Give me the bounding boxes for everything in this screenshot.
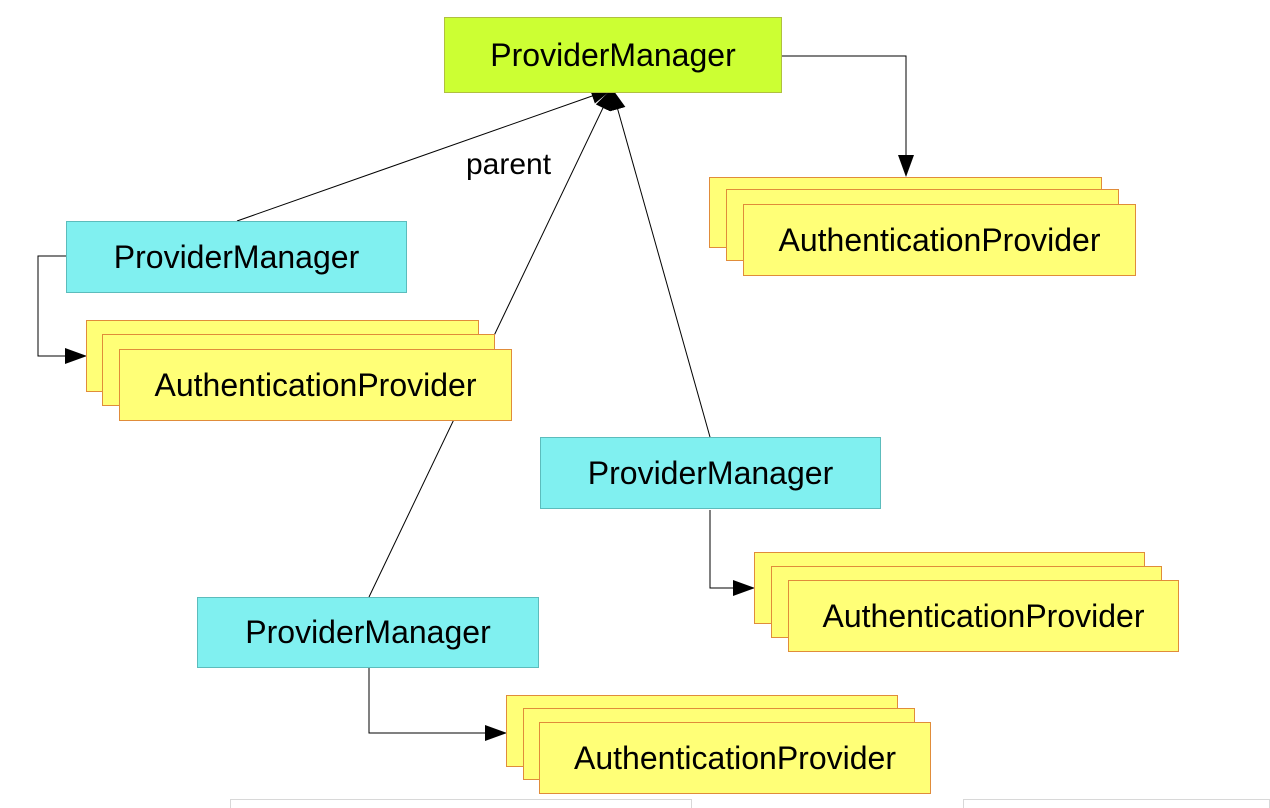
root-provider-manager: ProviderManager <box>444 17 782 93</box>
child1-authentication-provider: AuthenticationProvider <box>119 349 512 421</box>
child3-provider-edge <box>368 668 507 741</box>
child1-provider-edge <box>37 255 87 364</box>
child2-provider-edge <box>709 510 755 596</box>
parent-edge-1 <box>236 88 613 222</box>
root-provider-manager-label: ProviderManager <box>490 36 736 73</box>
root-authentication-provider-label: AuthenticationProvider <box>778 221 1101 258</box>
child-provider-manager-1-label: ProviderManager <box>113 238 360 275</box>
bottom-panel-edge-left <box>230 799 692 808</box>
child-provider-manager-3-label: ProviderManager <box>245 614 491 650</box>
child3-authentication-provider: AuthenticationProvider <box>539 722 931 794</box>
parent-edge-label: parent <box>466 148 552 181</box>
parent-edge-3 <box>609 88 711 438</box>
root-authentication-provider: AuthenticationProvider <box>743 204 1136 276</box>
root-provider-edge <box>782 55 914 177</box>
child-provider-manager-3: ProviderManager <box>197 597 539 668</box>
child-provider-manager-2: ProviderManager <box>540 437 881 509</box>
child-provider-manager-2-label: ProviderManager <box>587 454 834 491</box>
child2-authentication-provider-label: AuthenticationProvider <box>822 597 1145 634</box>
child3-authentication-provider-label: AuthenticationProvider <box>574 739 896 776</box>
child2-authentication-provider: AuthenticationProvider <box>788 580 1179 652</box>
bottom-panel-edge-right <box>963 799 1270 808</box>
child-provider-manager-1: ProviderManager <box>66 221 407 293</box>
child1-authentication-provider-label: AuthenticationProvider <box>154 366 477 403</box>
